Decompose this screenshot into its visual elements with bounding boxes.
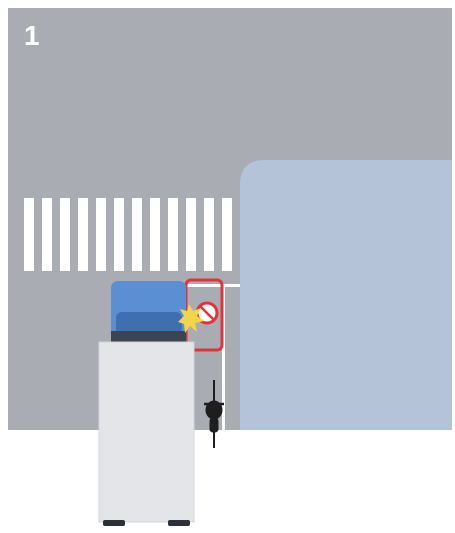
no-entry-sign-icon bbox=[195, 301, 219, 325]
building-block bbox=[240, 160, 452, 430]
step-number: 1 bbox=[24, 20, 40, 51]
crosswalk bbox=[24, 198, 232, 271]
bicycle-icon bbox=[204, 380, 224, 448]
bike-lane-line bbox=[222, 284, 225, 430]
stop-line bbox=[178, 284, 240, 287]
truck-cab bbox=[111, 281, 186, 343]
truck-trailer bbox=[98, 341, 195, 526]
collision-spark-icon bbox=[178, 304, 204, 333]
